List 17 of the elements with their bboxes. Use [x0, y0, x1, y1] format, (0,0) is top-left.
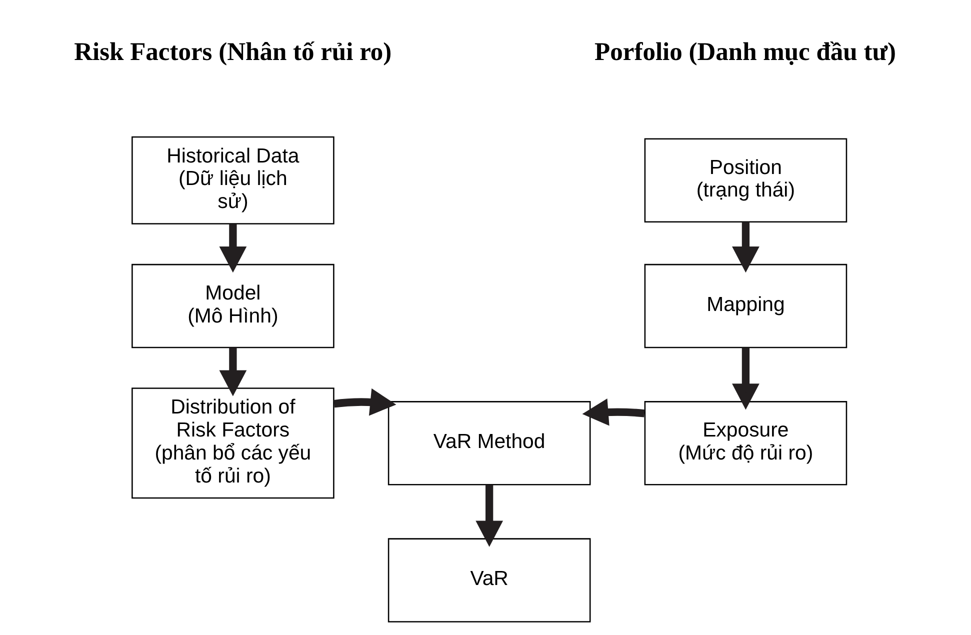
- node-box: Model (Mô Hình): [132, 264, 334, 348]
- arrow: [476, 484, 504, 547]
- node-box: Position (trạng thái): [644, 138, 848, 222]
- node-box: VaR Method: [388, 401, 591, 486]
- label: Risk Factors (Nhân tố rủi ro): [74, 36, 392, 66]
- label: Porfolio (Danh mục đầu tư): [594, 36, 896, 66]
- node-box: Historical Data (Dữ liệu lịch sử): [132, 136, 334, 224]
- node-box: Exposure (Mức độ rủi ro): [644, 401, 848, 486]
- arrow: [219, 348, 247, 396]
- arrow: [732, 222, 760, 273]
- arrow: [582, 398, 645, 426]
- node-box: Mapping: [644, 264, 848, 348]
- arrow: [732, 348, 760, 410]
- arrow: [219, 224, 247, 273]
- node-box: Distribution of Risk Factors (phân bổ các yếu tố rủi ro): [132, 388, 334, 499]
- arrow: [334, 388, 396, 416]
- node-box: VaR: [388, 538, 591, 622]
